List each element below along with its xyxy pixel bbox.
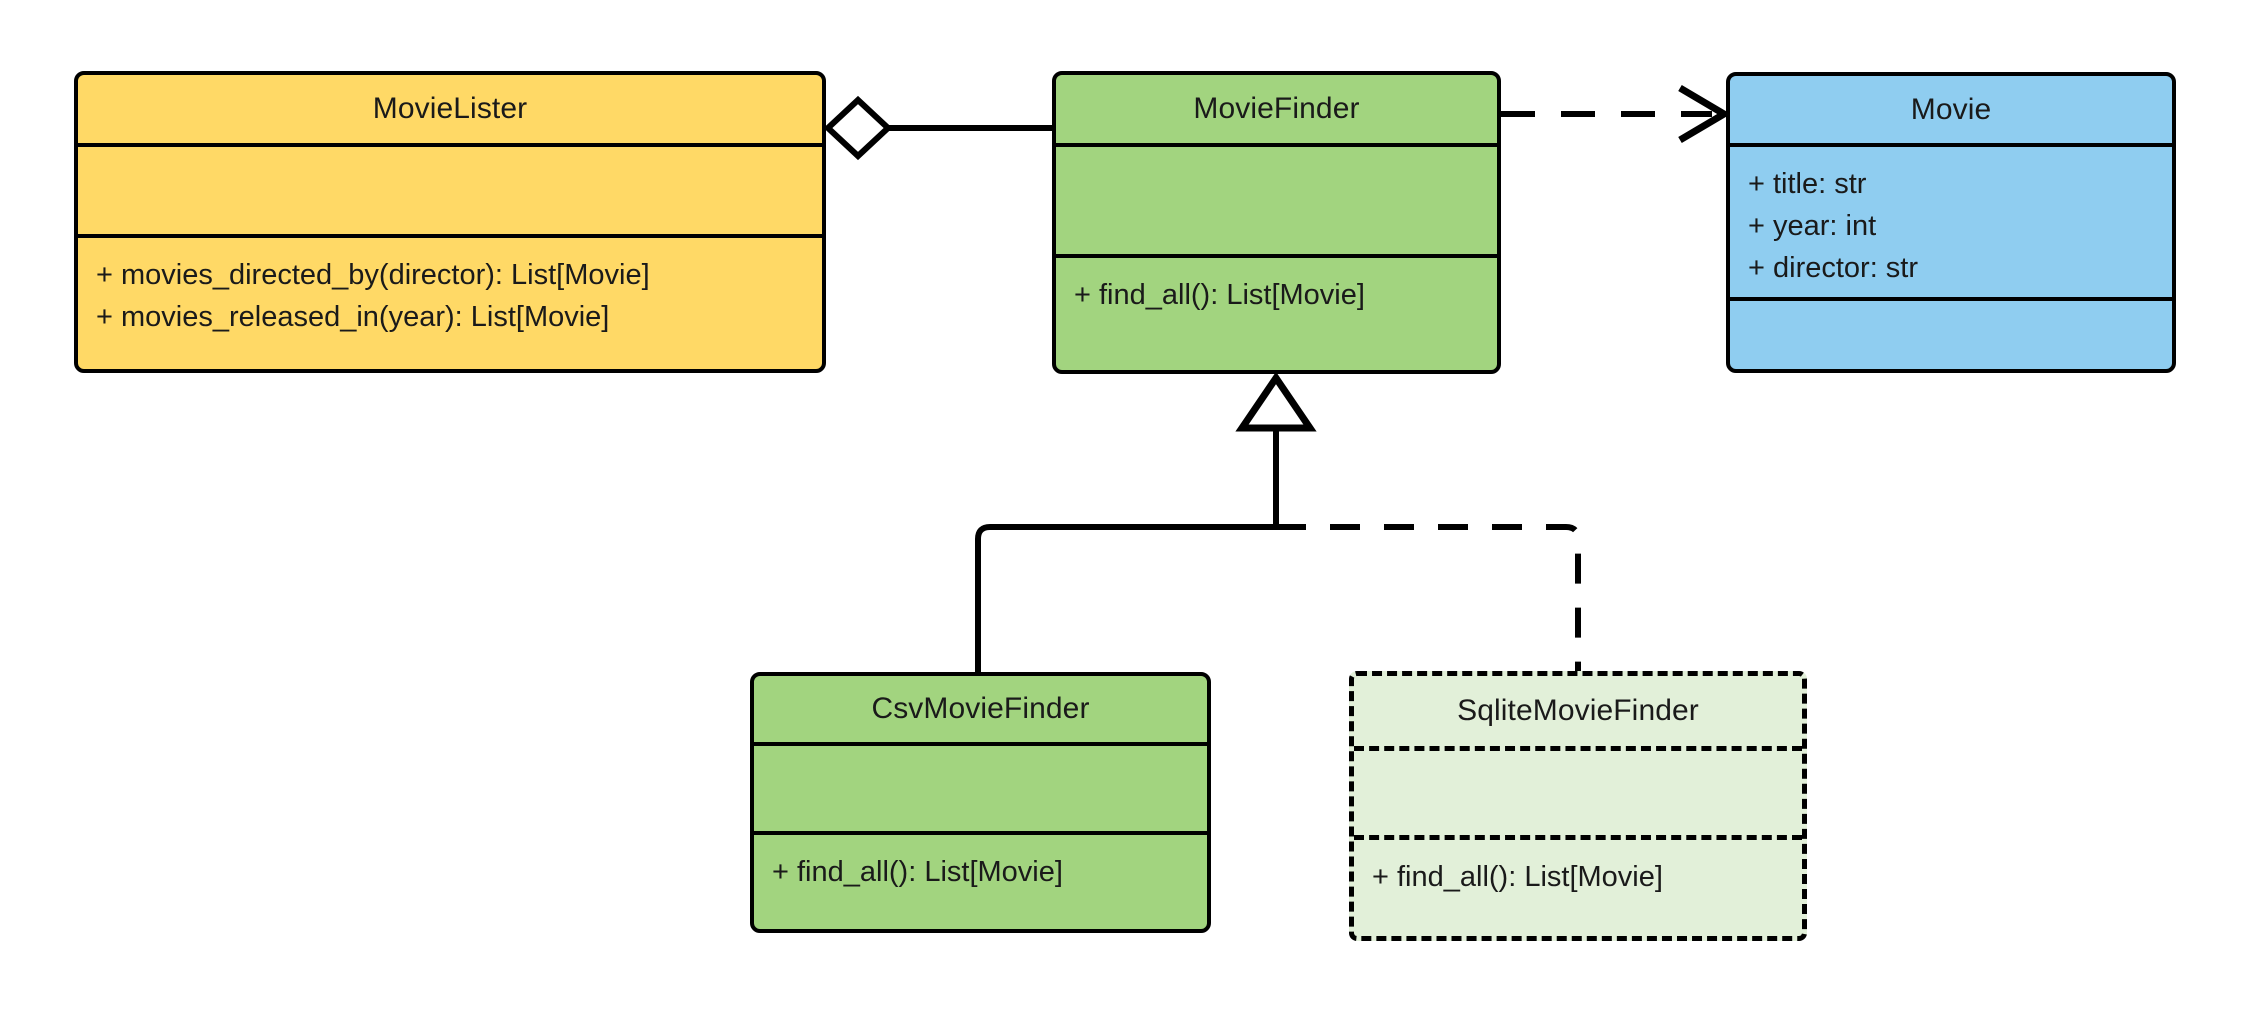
hollow-triangle-marker — [1235, 371, 1317, 432]
class-title-moviefinder: MovieFinder — [1193, 92, 1360, 125]
relationship-generalization-trunk — [1235, 371, 1317, 527]
open-arrow-marker — [1678, 84, 1731, 144]
class-operations-compartment: + find_all(): List[Movie] — [754, 831, 1207, 929]
class-box-csvmoviefinder[interactable]: CsvMovieFinder + find_all(): List[Movie] — [750, 672, 1211, 933]
class-name-compartment: SqliteMovieFinder — [1354, 676, 1802, 746]
class-operation: + find_all(): List[Movie] — [772, 856, 1063, 888]
class-title-sqlitemoviefinder: SqliteMovieFinder — [1457, 694, 1699, 727]
class-operation: + find_all(): List[Movie] — [1074, 279, 1365, 311]
generalization-line-sqlite — [1276, 524, 1581, 671]
class-attribute: + director: str — [1748, 252, 1919, 284]
class-name-compartment: MovieFinder — [1056, 75, 1497, 143]
relationship-dependency-finder-movie[interactable] — [1501, 84, 1731, 144]
relationship-generalization-csv[interactable] — [975, 524, 1276, 672]
class-attributes-compartment — [754, 742, 1207, 831]
class-attributes-compartment — [1354, 746, 1802, 835]
class-attribute: + year: int — [1748, 210, 1877, 242]
class-box-movielister[interactable]: MovieLister + movies_directed_by(directo… — [74, 71, 826, 373]
class-title-movielister: MovieLister — [372, 92, 528, 125]
class-operation: + movies_directed_by(director): List[Mov… — [96, 259, 650, 291]
class-attributes-compartment — [78, 143, 822, 234]
class-name-compartment: CsvMovieFinder — [754, 676, 1207, 742]
class-title-csvmoviefinder: CsvMovieFinder — [871, 692, 1090, 725]
class-attributes-compartment — [1056, 143, 1497, 254]
relationship-aggregation-lister-finder[interactable] — [823, 95, 1052, 161]
hollow-diamond-marker — [823, 95, 893, 161]
class-box-sqlitemoviefinder[interactable]: SqliteMovieFinder + find_all(): List[Mov… — [1349, 671, 1807, 941]
class-operations-compartment: + movies_directed_by(director): List[Mov… — [78, 234, 822, 369]
class-operations-compartment: + find_all(): List[Movie] — [1056, 254, 1497, 370]
class-name-compartment: Movie — [1730, 76, 2172, 143]
class-operations-compartment: + find_all(): List[Movie] — [1354, 835, 1802, 936]
class-title-movie: Movie — [1910, 92, 1992, 126]
generalization-line-csv — [975, 524, 1276, 672]
class-name-compartment: MovieLister — [78, 75, 822, 143]
class-attributes-compartment: + title: str + year: int + director: str — [1730, 143, 2172, 297]
class-box-moviefinder[interactable]: MovieFinder + find_all(): List[Movie] — [1052, 71, 1501, 374]
relationship-generalization-sqlite[interactable] — [1276, 524, 1581, 671]
class-operations-compartment — [1730, 297, 2172, 369]
class-box-movie[interactable]: Movie + title: str + year: int + directo… — [1726, 72, 2176, 373]
class-operation: + movies_released_in(year): List[Movie] — [96, 301, 610, 333]
class-attribute: + title: str — [1748, 168, 1867, 200]
class-operation: + find_all(): List[Movie] — [1372, 861, 1663, 893]
